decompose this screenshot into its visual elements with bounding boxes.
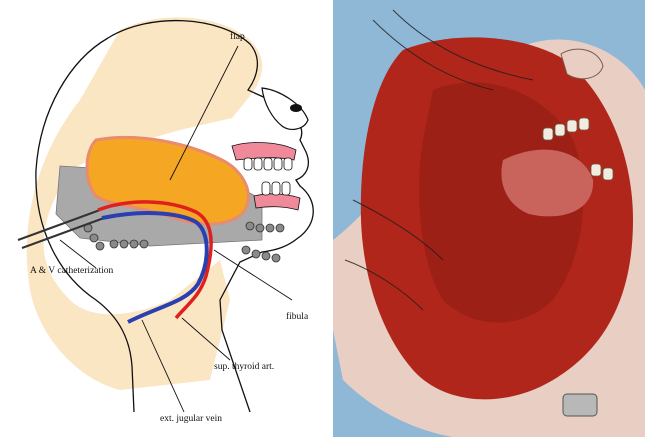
upper-teeth (232, 143, 296, 170)
schematic-diagram: flap A & V catheterization fibula sup. t… (0, 0, 330, 437)
lower-teeth (254, 182, 300, 210)
ear-canal (290, 104, 302, 112)
label-flap: flap (230, 32, 245, 42)
retractor-clip (563, 394, 597, 416)
photo-illustration (333, 0, 645, 437)
head-neck-illustration (0, 0, 330, 437)
surgical-photograph (333, 0, 645, 437)
label-sup-thyroid-art: sup. thyroid art. (214, 362, 274, 372)
label-av-catheterization: A & V catheterization (30, 266, 113, 276)
label-fibula: fibula (286, 312, 308, 322)
label-ext-jugular-vein: ext. jugular vein (160, 414, 222, 424)
